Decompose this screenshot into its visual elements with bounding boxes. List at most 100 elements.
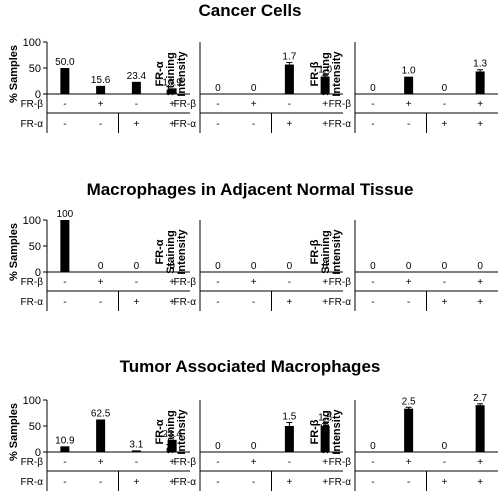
chart3-data-label: 1.0 (402, 66, 416, 77)
chart6-data-label: 0 (477, 261, 483, 272)
chart1-data-label: 10.9 (162, 77, 182, 88)
chart4-data-label: 100 (57, 209, 74, 220)
chart4-beta-symbol: + (169, 277, 175, 288)
chart2-y-label: Intensity (176, 51, 188, 97)
chart1-data-label: 50.0 (55, 57, 75, 68)
chart7-alpha-symbol: + (169, 477, 175, 488)
chart2-beta-symbol: + (322, 99, 328, 110)
chart7-alpha-symbol: - (63, 477, 66, 488)
chart1-alpha-symbol: + (169, 119, 175, 130)
chart8-alpha-symbol: + (322, 477, 328, 488)
chart5-alpha-symbol: + (286, 297, 292, 308)
chart3-alpha-symbol: - (407, 119, 410, 130)
chart3-beta-symbol: + (406, 99, 412, 110)
chart8-y-label: FR-α (154, 419, 166, 444)
chart6-data-label: 0 (370, 261, 376, 272)
chart8-bar (320, 426, 330, 452)
chart6-beta-symbol: - (443, 277, 446, 288)
chart3-beta-symbol: - (443, 99, 446, 110)
chart7-beta-symbol: + (98, 457, 104, 468)
chart5-data-label: 0 (322, 261, 328, 272)
chart7-beta-symbol: - (135, 457, 138, 468)
chart6-alpha-symbol: - (371, 297, 374, 308)
chart9-y-label: FR-β (309, 419, 321, 444)
chart1-alpha-row-label: FR-α (21, 119, 44, 130)
chart3-y-label: FR-β (309, 61, 321, 86)
chart5-y-label: Intensity (176, 229, 188, 275)
chart7-beta-row-label: FR-β (21, 457, 44, 468)
chart9-alpha-symbol: + (477, 477, 483, 488)
chart4-data-label: 0 (98, 261, 104, 272)
chart2-beta-symbol: - (288, 99, 291, 110)
chart9-y-label: Staining (320, 410, 332, 453)
chart3-alpha-symbol: + (441, 119, 447, 130)
chart4-data-label: 0 (134, 261, 140, 272)
chart6-alpha-symbol: + (477, 297, 483, 308)
chart6-y-label: Staining (320, 230, 332, 273)
chart1-y-tick-label: 100 (23, 37, 41, 49)
chart3-bar (475, 71, 485, 94)
chart6-beta-symbol: + (477, 277, 483, 288)
chart2-alpha-symbol: + (286, 119, 292, 130)
chart9-alpha-symbol: - (407, 477, 410, 488)
chart8-alpha-row-label: FR-α (174, 477, 197, 488)
chart1-y-tick-label: 0 (35, 89, 41, 101)
chart4-beta-symbol: + (98, 277, 104, 288)
chart2-y-label: FR-α (154, 61, 166, 86)
chart8-alpha-symbol: - (216, 477, 219, 488)
chart2-data-label: 0 (251, 83, 257, 94)
chart1-bar (167, 88, 177, 94)
chart7-bar (60, 446, 70, 452)
chart9-beta-symbol: - (443, 457, 446, 468)
chart5-beta-symbol: - (216, 277, 219, 288)
chart8-bar (284, 426, 294, 452)
chart5-alpha-row-label: FR-α (174, 297, 197, 308)
chart4-data-label: 0 (169, 261, 175, 272)
chart7-data-label: 10.9 (55, 435, 75, 446)
chart3-alpha-symbol: - (371, 119, 374, 130)
chart3-beta-symbol: + (477, 99, 483, 110)
chart9-alpha-row-label: FR-α (329, 477, 352, 488)
chart4-y-tick-label: 50 (29, 241, 41, 253)
chart9-beta-symbol: + (477, 457, 483, 468)
chart8-data-label: 1.5 (282, 412, 296, 423)
chart4-y-tick-label: 100 (23, 215, 41, 227)
chart8-y-label: Intensity (176, 409, 188, 455)
chart5-beta-symbol: + (251, 277, 257, 288)
chart8-beta-row-label: FR-β (174, 457, 197, 468)
chart1-beta-symbol: - (135, 99, 138, 110)
chart7-beta-symbol: - (63, 457, 66, 468)
chart2-data-label: 1.7 (282, 51, 296, 62)
chart9-beta-row-label: FR-β (329, 457, 352, 468)
chart1-bar (131, 81, 141, 94)
chart3-alpha-symbol: + (477, 119, 483, 130)
section-title-tumor-macrophages: Tumor Associated Macrophages (119, 357, 381, 376)
chart9-data-label: 0 (442, 441, 448, 452)
chart4-alpha-row-label: FR-α (21, 297, 44, 308)
chart8-beta-symbol: - (288, 457, 291, 468)
chart6-data-label: 0 (406, 261, 412, 272)
chart2-data-label: 0 (215, 83, 221, 94)
chart2-beta-symbol: - (216, 99, 219, 110)
chart2-bar (284, 64, 294, 94)
chart5-alpha-symbol: - (216, 297, 219, 308)
chart1-beta-symbol: + (98, 99, 104, 110)
chart1-beta-symbol: - (63, 99, 66, 110)
chart2-alpha-symbol: - (216, 119, 219, 130)
chart3-y-label: Staining (320, 52, 332, 95)
chart9-y-label: Intensity (331, 409, 343, 455)
chart9-beta-symbol: - (371, 457, 374, 468)
chart5-beta-row-label: FR-β (174, 277, 197, 288)
chart7-data-label: 23.4 (162, 429, 182, 440)
chart3-data-label: 0 (442, 83, 448, 94)
chart9-bar (475, 405, 485, 452)
chart8-data-label: 0 (215, 441, 221, 452)
chart3-beta-row-label: FR-β (329, 99, 352, 110)
chart6-beta-symbol: - (371, 277, 374, 288)
chart6-beta-row-label: FR-β (329, 277, 352, 288)
chart1-beta-row-label: FR-β (21, 99, 44, 110)
chart7-y-label: % Samples (8, 403, 20, 461)
chart5-beta-symbol: + (322, 277, 328, 288)
chart6-alpha-symbol: - (407, 297, 410, 308)
